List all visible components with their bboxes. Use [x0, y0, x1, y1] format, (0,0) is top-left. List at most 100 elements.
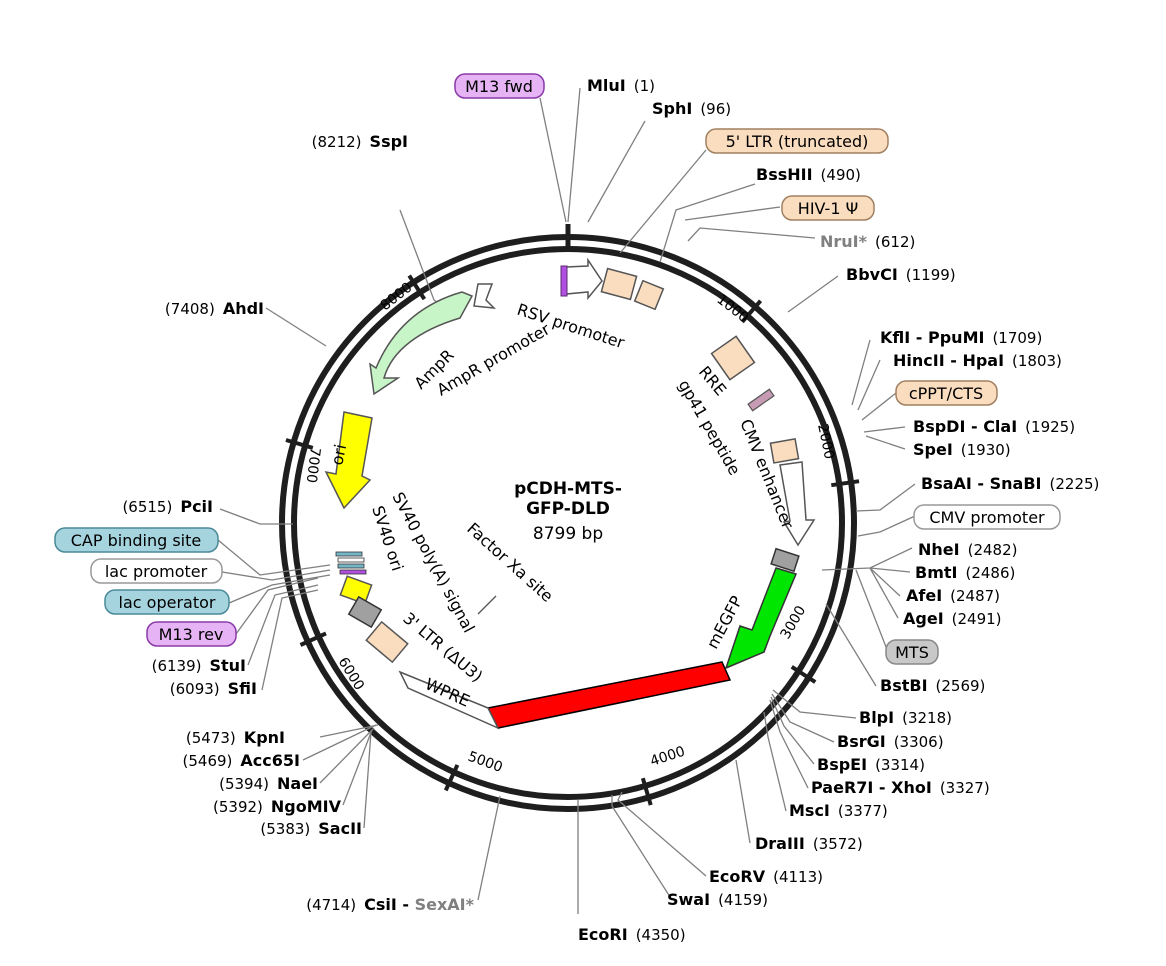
tick-label-4000: 4000	[648, 744, 687, 770]
label-box-mts[interactable]	[885, 639, 939, 665]
enzyme-label[interactable]: BlpI(3218)	[859, 708, 952, 727]
feature-sv40-polya[interactable]	[347, 595, 383, 629]
label-box-5ltr[interactable]	[705, 128, 889, 154]
tick-mark-5000	[443, 764, 460, 792]
feature-gp41[interactable]	[747, 388, 775, 412]
enzyme-label[interactable]: EcoRI(4350)	[578, 925, 686, 944]
feature-ori[interactable]	[324, 411, 373, 510]
enzyme-label[interactable]: (5383)SacII	[260, 819, 362, 838]
enzyme-label[interactable]: MluI(1)	[587, 76, 655, 95]
enzyme-label[interactable]: AfeI(2487)	[906, 586, 1000, 605]
enzyme-label[interactable]: EcoRV(4113)	[709, 867, 823, 886]
tick-label-5000: 5000	[466, 749, 505, 776]
enzyme-label[interactable]: (5469)Acc65I	[183, 751, 300, 770]
tick-label-2000: 2000	[814, 423, 837, 461]
feature-ltr3[interactable]	[365, 620, 409, 664]
tick-mark-8000	[407, 274, 427, 301]
plasmid-name-line1: pCDH-MTS-	[514, 479, 622, 499]
tick-label-7000: 7000	[303, 447, 323, 484]
enzyme-label[interactable]: BspEI(3314)	[817, 755, 925, 774]
label-cppt: cPPT/CTS	[909, 384, 983, 403]
tick-mark-1000	[740, 299, 763, 324]
enzyme-label[interactable]: (5392)NgoMIV	[213, 797, 342, 816]
feature-wpre[interactable]	[398, 670, 500, 730]
enzyme-label[interactable]: (6515)PciI	[122, 497, 213, 516]
feature-cmv-box[interactable]	[769, 438, 800, 464]
label-box-cmv-promoter[interactable]	[913, 504, 1061, 530]
feature-ampr[interactable]	[369, 291, 474, 396]
enzyme-label[interactable]: BsaAI - SnaBI(2225)	[921, 474, 1099, 493]
feature-lac-stack	[335, 551, 367, 575]
feature-ampr-promoter[interactable]	[473, 283, 497, 309]
enzyme-label[interactable]: NheI(2482)	[918, 540, 1017, 559]
enzyme-label[interactable]: (6093)SfiI	[170, 679, 257, 698]
label-lac-operator: lac operator	[119, 593, 216, 612]
label-cap: CAP binding site	[71, 531, 201, 550]
enzyme-label[interactable]: (5473)KpnI	[186, 728, 285, 747]
label-box-cap[interactable]	[54, 527, 219, 553]
enzyme-labels-left: (8212)SspI (7408)AhdI (6515)PciI (6139)S…	[122, 132, 474, 914]
label-lac-promoter: lac promoter	[105, 562, 208, 581]
enzyme-label[interactable]: BbvCI(1199)	[846, 265, 956, 284]
label-5ltr: 5' LTR (truncated)	[726, 132, 869, 151]
enzyme-label[interactable]: DraIII(3572)	[755, 834, 863, 853]
plasmid-size: 8799 bp	[533, 524, 603, 544]
label-box-lac-operator[interactable]	[104, 589, 230, 615]
enzyme-label[interactable]: BssHII(490)	[756, 165, 861, 184]
enzyme-label[interactable]: KflI - PpuMI(1709)	[880, 328, 1042, 347]
feature-ltr5-b[interactable]	[633, 279, 665, 311]
feature-ltr5-a[interactable]	[600, 267, 638, 301]
feature-rre[interactable]	[710, 335, 756, 381]
boxed-labels: M13 fwd 5' LTR (truncated) HIV-1 Ψ cPPT/…	[54, 73, 1061, 665]
label-ori: ori	[327, 443, 350, 467]
enzyme-label[interactable]: SwaI(4159)	[667, 890, 768, 909]
enzyme-label[interactable]: (4714)CsiI - SexAI*	[306, 895, 474, 914]
feature-m13fwd-mark	[560, 265, 568, 297]
enzyme-label[interactable]: (6139)StuI	[152, 656, 246, 675]
enzyme-labels-right: MluI(1) SphI(96) BssHII(490) NruI*(612) …	[578, 76, 1099, 944]
label-box-m13-rev[interactable]	[146, 621, 237, 647]
enzyme-label[interactable]: AgeI(2491)	[903, 609, 1002, 628]
label-box-cppt[interactable]	[895, 380, 998, 406]
enzyme-label[interactable]: NruI*(612)	[820, 232, 915, 251]
label-box-m13-fwd[interactable]	[454, 73, 545, 99]
label-box-lac-promoter[interactable]	[90, 558, 223, 584]
leader-lines	[217, 87, 916, 914]
enzyme-label[interactable]: PaeR7I - XhoI(3327)	[811, 778, 990, 797]
tick-mark-3000	[790, 665, 817, 684]
label-m13-fwd: M13 fwd	[465, 77, 533, 96]
enzyme-label[interactable]: HincII - HpaI(1803)	[893, 351, 1062, 370]
feature-rsv-promoter[interactable]	[565, 257, 603, 301]
feature-arrows	[324, 257, 816, 730]
factor-xa-pointer	[477, 595, 497, 615]
enzyme-label[interactable]: (5394)NaeI	[219, 774, 318, 793]
label-dld: DLD	[593, 713, 633, 740]
tick-marks	[285, 274, 860, 806]
feature-megfp[interactable]	[724, 567, 798, 670]
enzyme-label[interactable]: BstBI(2569)	[880, 676, 985, 695]
enzyme-label[interactable]: BspDI - ClaI(1925)	[913, 417, 1075, 436]
enzyme-label[interactable]: (7408)AhdI	[165, 299, 264, 318]
label-m13-rev: M13 rev	[159, 625, 224, 644]
feature-sv40-ori[interactable]	[339, 575, 373, 605]
enzyme-label[interactable]: SpeI(1930)	[913, 440, 1011, 459]
tick-mark-6000	[299, 631, 327, 647]
enzyme-label[interactable]: SphI(96)	[652, 99, 731, 118]
tick-mark-2000	[831, 479, 860, 488]
label-cmv-promoter: CMV promoter	[929, 508, 1045, 527]
feature-mts[interactable]	[770, 547, 800, 573]
backbone-inner	[291, 246, 845, 800]
feature-cmv-enhancer[interactable]	[779, 461, 816, 547]
label-mts: MTS	[895, 643, 929, 662]
label-hiv: HIV-1 Ψ	[798, 199, 858, 218]
tick-label-3000: 3000	[778, 603, 810, 642]
tick-mark-4000	[640, 777, 653, 806]
enzyme-label[interactable]: BsrGI(3306)	[837, 732, 944, 751]
enzyme-label[interactable]: (8212)SspI	[312, 132, 408, 151]
enzyme-label[interactable]: BmtI(2486)	[915, 563, 1015, 582]
label-box-hiv[interactable]	[781, 195, 875, 221]
enzyme-label[interactable]: MscI(3377)	[789, 801, 888, 820]
plasmid-name-line2: GFP-DLD	[526, 499, 610, 519]
